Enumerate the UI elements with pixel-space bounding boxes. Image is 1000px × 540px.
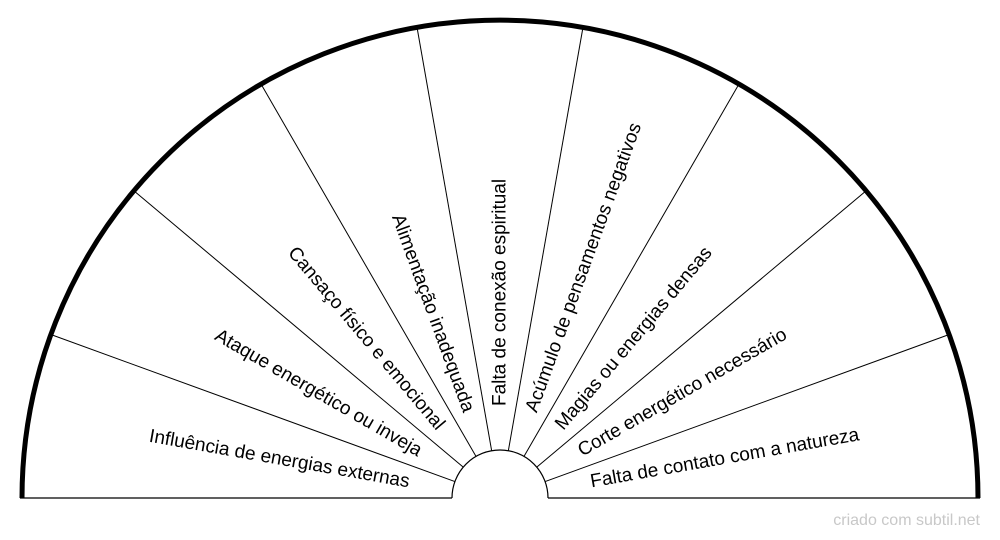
sector-label: Falta de conexão espiritual [490, 179, 511, 406]
sector-divider [416, 27, 493, 451]
watermark-text: criado com subtil.net [833, 512, 980, 529]
sector-divider [536, 190, 867, 468]
sector-divider [523, 83, 740, 457]
sector-divider [260, 83, 477, 457]
outer-arc [19, 17, 981, 499]
sector-divider [50, 334, 456, 483]
inner-arc [451, 449, 549, 499]
sector-dividers [50, 27, 950, 483]
sector-divider [507, 27, 584, 451]
sector-divider [133, 190, 464, 468]
sector-divider [544, 334, 950, 483]
